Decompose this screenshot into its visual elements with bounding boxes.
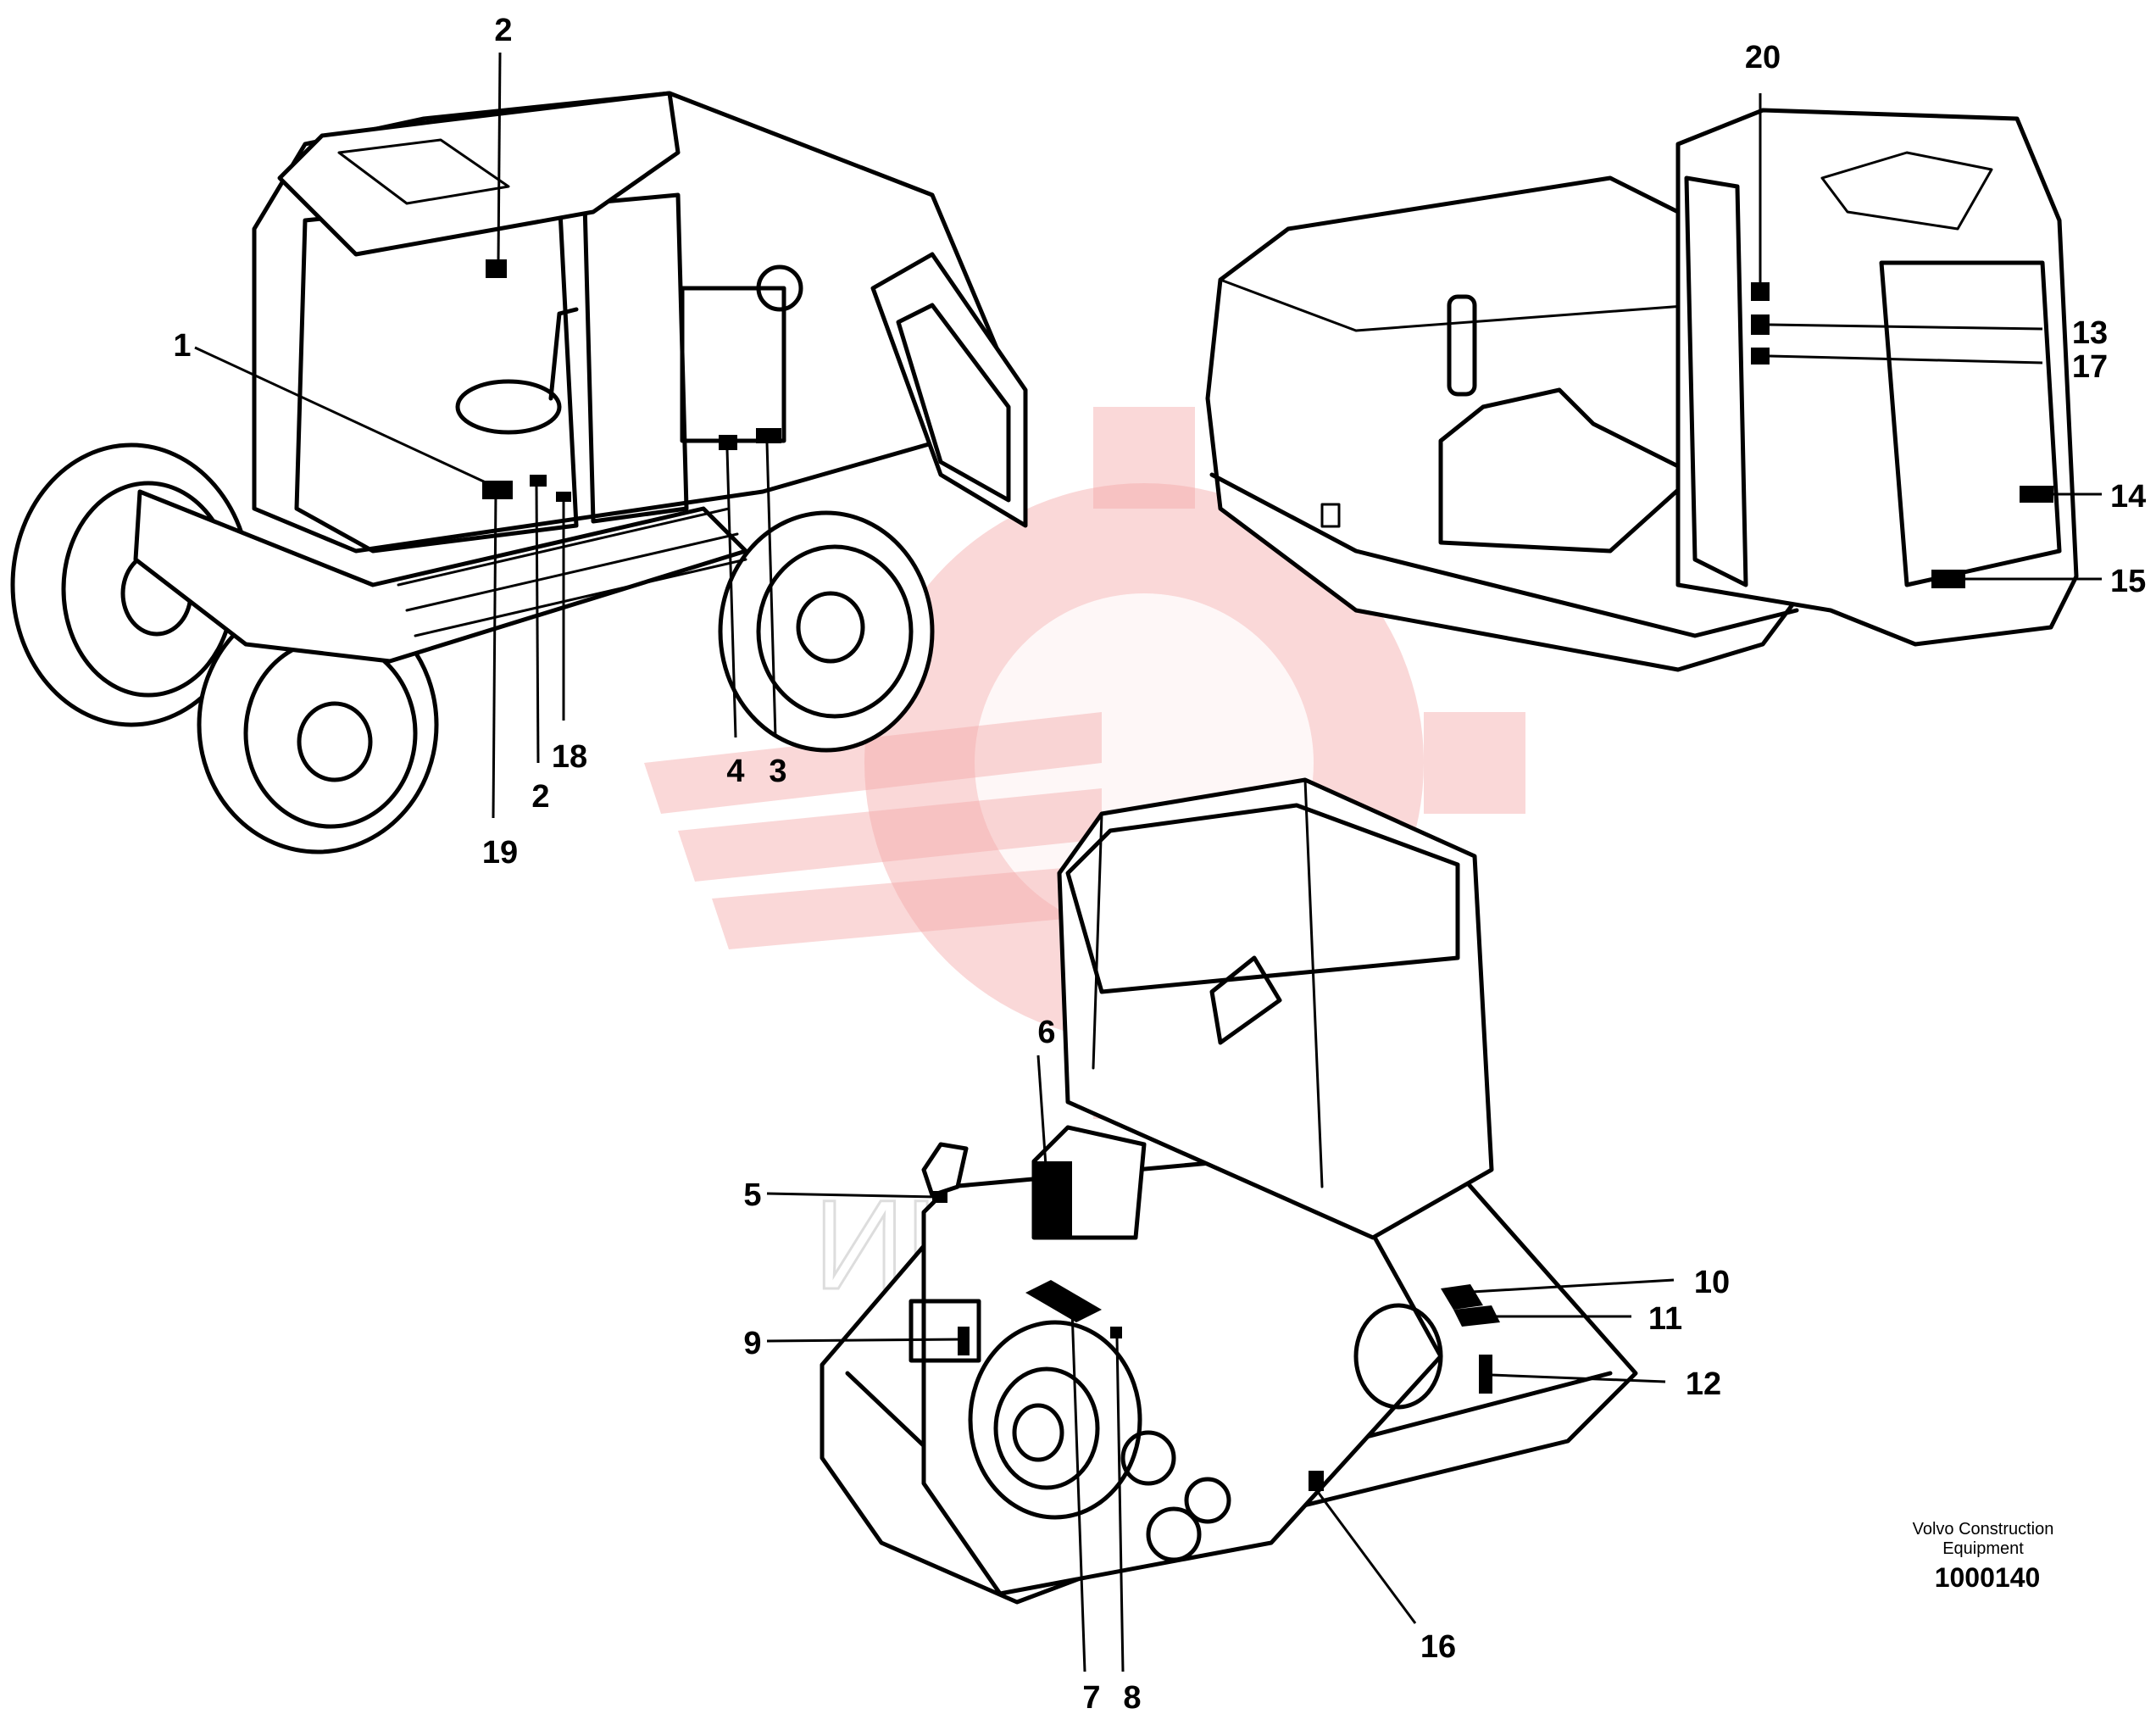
callout-10: 10 (1694, 1265, 1730, 1300)
leader-3 (765, 442, 777, 738)
callout-8: 8 (1123, 1680, 1141, 1714)
callout-18: 18 (552, 739, 587, 775)
callout-6: 6 (1037, 1015, 1055, 1050)
callout-2-lower: 2 (531, 779, 549, 815)
machine-engine-compartment-view (820, 777, 1638, 1605)
callout-16: 16 (1420, 1629, 1456, 1665)
leader-2-lower (535, 484, 540, 764)
decal-17 (1751, 348, 1770, 365)
leader-7 (1070, 1309, 1086, 1672)
leader-13 (1769, 323, 2043, 331)
leader-19 (492, 489, 497, 819)
leader-9 (766, 1338, 963, 1343)
document-number: 1000140 (1935, 1562, 2041, 1593)
callout-19: 19 (482, 835, 518, 871)
callout-17: 17 (2072, 349, 2108, 385)
decal-6 (1034, 1161, 1072, 1238)
callout-20: 20 (1745, 40, 1781, 75)
decal-18 (556, 492, 571, 502)
callout-1: 1 (173, 328, 191, 364)
leader-8 (1115, 1337, 1125, 1672)
leader-2-upper (497, 52, 502, 262)
decal-8 (1110, 1327, 1122, 1338)
callout-3: 3 (769, 754, 786, 789)
leader-17 (1769, 354, 2043, 365)
machine-side-view (10, 91, 1028, 854)
decal-13 (1751, 314, 1770, 335)
leader-lines (194, 52, 2102, 1672)
decal-2-upper (486, 259, 507, 278)
decal-3 (756, 428, 781, 443)
leader-10 (1457, 1278, 1675, 1294)
decal-14 (2020, 486, 2053, 503)
credit-line-2: Equipment (1942, 1539, 2024, 1558)
decal-2-lower (530, 475, 547, 487)
decal-19 (482, 481, 513, 499)
decal-16 (1309, 1471, 1324, 1491)
callout-4: 4 (726, 754, 744, 789)
callout-labels: 2 1 19 2 18 4 3 20 13 17 14 15 6 5 9 7 8… (173, 13, 2146, 1714)
credit-block: Volvo Construction Equipment 1000140 (1913, 1520, 2054, 1593)
decal-4 (719, 435, 737, 450)
leader-1 (194, 346, 488, 485)
decal-15 (1931, 570, 1965, 588)
decal-5 (932, 1191, 947, 1203)
callout-12: 12 (1686, 1366, 1721, 1402)
callout-13: 13 (2072, 315, 2108, 351)
callout-7: 7 (1082, 1680, 1100, 1714)
callout-11: 11 (1648, 1301, 1682, 1337)
callout-15: 15 (2110, 564, 2146, 599)
credit-line-1: Volvo Construction (1913, 1520, 2054, 1539)
callout-5: 5 (743, 1177, 761, 1213)
leader-12 (1491, 1373, 1666, 1383)
leader-16 (1316, 1491, 1417, 1624)
callout-9: 9 (743, 1326, 761, 1361)
leader-4 (725, 448, 737, 738)
callout-14: 14 (2110, 479, 2146, 515)
machine-rear-view (1205, 108, 2079, 672)
decal-7 (1025, 1280, 1102, 1322)
decal-9 (958, 1327, 970, 1355)
decal-12 (1479, 1355, 1492, 1394)
leader-5 (766, 1192, 937, 1199)
callout-2-upper: 2 (494, 13, 512, 48)
leader-6 (1036, 1055, 1048, 1179)
decal-20 (1751, 282, 1770, 301)
